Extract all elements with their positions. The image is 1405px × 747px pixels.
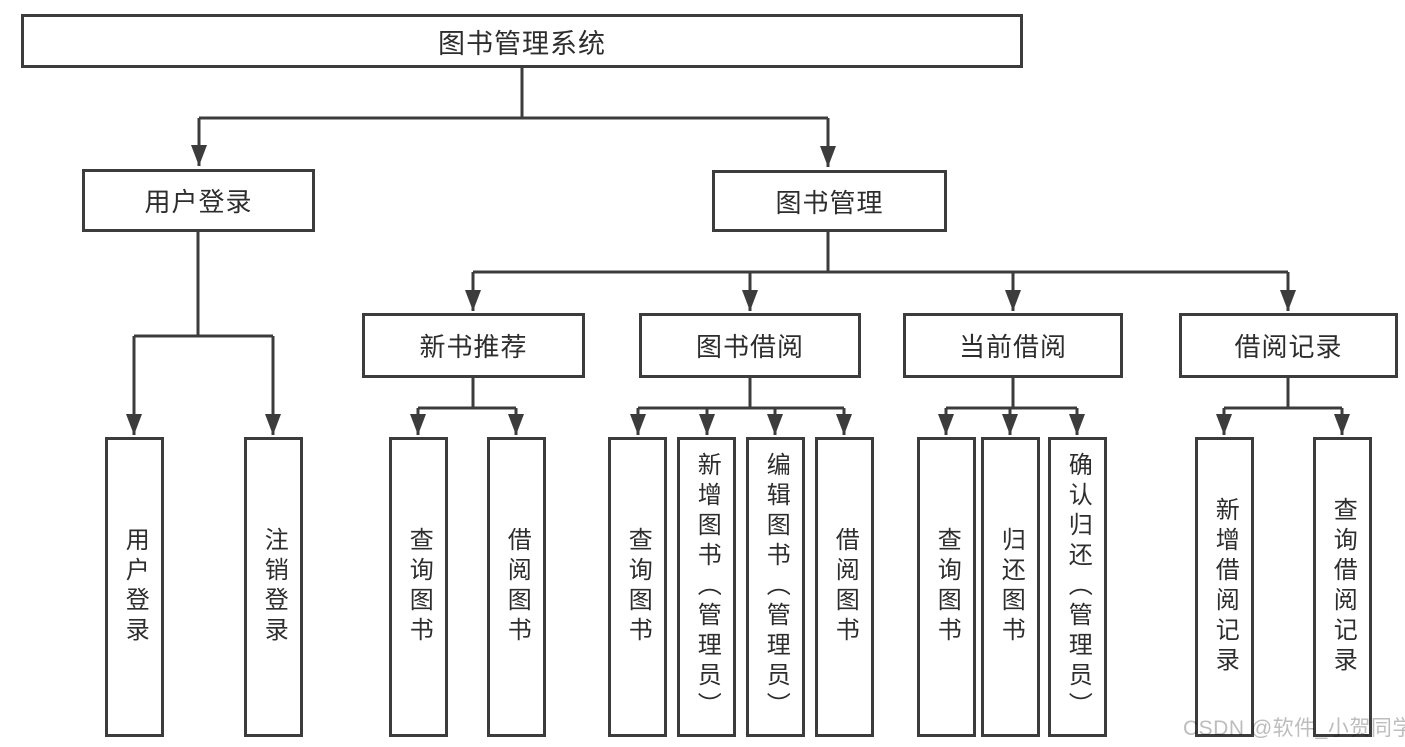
leaf-borrow-borrow-book: 借阅图书 — [815, 437, 874, 737]
node-label: 图书管理 — [775, 187, 884, 218]
node-label: 用户登录 — [144, 187, 253, 217]
leaf-label: 新增图书（管理员） — [693, 452, 721, 722]
node-borrowing-records: 借阅记录 — [1179, 313, 1398, 378]
leaf-label: 用户登录 — [121, 527, 149, 647]
node-root-library-system: 图书管理系统 — [21, 14, 1023, 68]
leaf-label: 查询图书 — [933, 527, 961, 647]
leaf-label: 注销登录 — [260, 527, 288, 647]
node-current-borrowing: 当前借阅 — [903, 313, 1123, 378]
csdn-watermark: CSDN @软件_小贺同学 — [1183, 717, 1405, 740]
leaf-rec-query-book: 查询图书 — [389, 437, 448, 737]
leaf-add-book-admin: 新增图书（管理员） — [677, 437, 736, 737]
leaf-add-borrow-record: 新增借阅记录 — [1195, 437, 1254, 737]
leaf-borrow-query-book: 查询图书 — [608, 437, 667, 737]
leaf-label: 借阅图书 — [503, 527, 531, 647]
leaf-edit-book-admin: 编辑图书（管理员） — [746, 437, 805, 737]
node-new-book-recommendation: 新书推荐 — [362, 313, 585, 378]
node-book-management: 图书管理 — [712, 170, 947, 232]
node-label: 图书借阅 — [695, 332, 804, 362]
leaf-label: 新增借阅记录 — [1211, 497, 1239, 677]
leaf-label: 查询借阅记录 — [1329, 497, 1357, 677]
leaf-confirm-return-admin: 确认归还（管理员） — [1048, 437, 1107, 737]
leaf-label: 编辑图书（管理员） — [762, 452, 790, 722]
leaf-label: 查询图书 — [405, 527, 433, 647]
leaf-label: 确认归还（管理员） — [1064, 452, 1092, 722]
leaf-rec-borrow-book: 借阅图书 — [487, 437, 546, 737]
node-label: 当前借阅 — [958, 332, 1067, 362]
node-user-login: 用户登录 — [82, 169, 315, 232]
leaf-query-borrow-record: 查询借阅记录 — [1313, 437, 1372, 737]
node-label: 借阅记录 — [1234, 332, 1343, 362]
node-book-borrowing: 图书借阅 — [639, 313, 861, 378]
leaf-user-login: 用户登录 — [105, 437, 164, 737]
leaf-logout: 注销登录 — [244, 437, 303, 737]
leaf-label: 查询图书 — [624, 527, 652, 647]
node-label: 图书管理系统 — [438, 28, 606, 59]
leaf-current-query-book: 查询图书 — [917, 437, 976, 737]
leaf-return-book: 归还图书 — [981, 437, 1040, 737]
leaf-label: 借阅图书 — [831, 527, 859, 647]
leaf-label: 归还图书 — [997, 527, 1025, 647]
node-label: 新书推荐 — [419, 332, 528, 362]
